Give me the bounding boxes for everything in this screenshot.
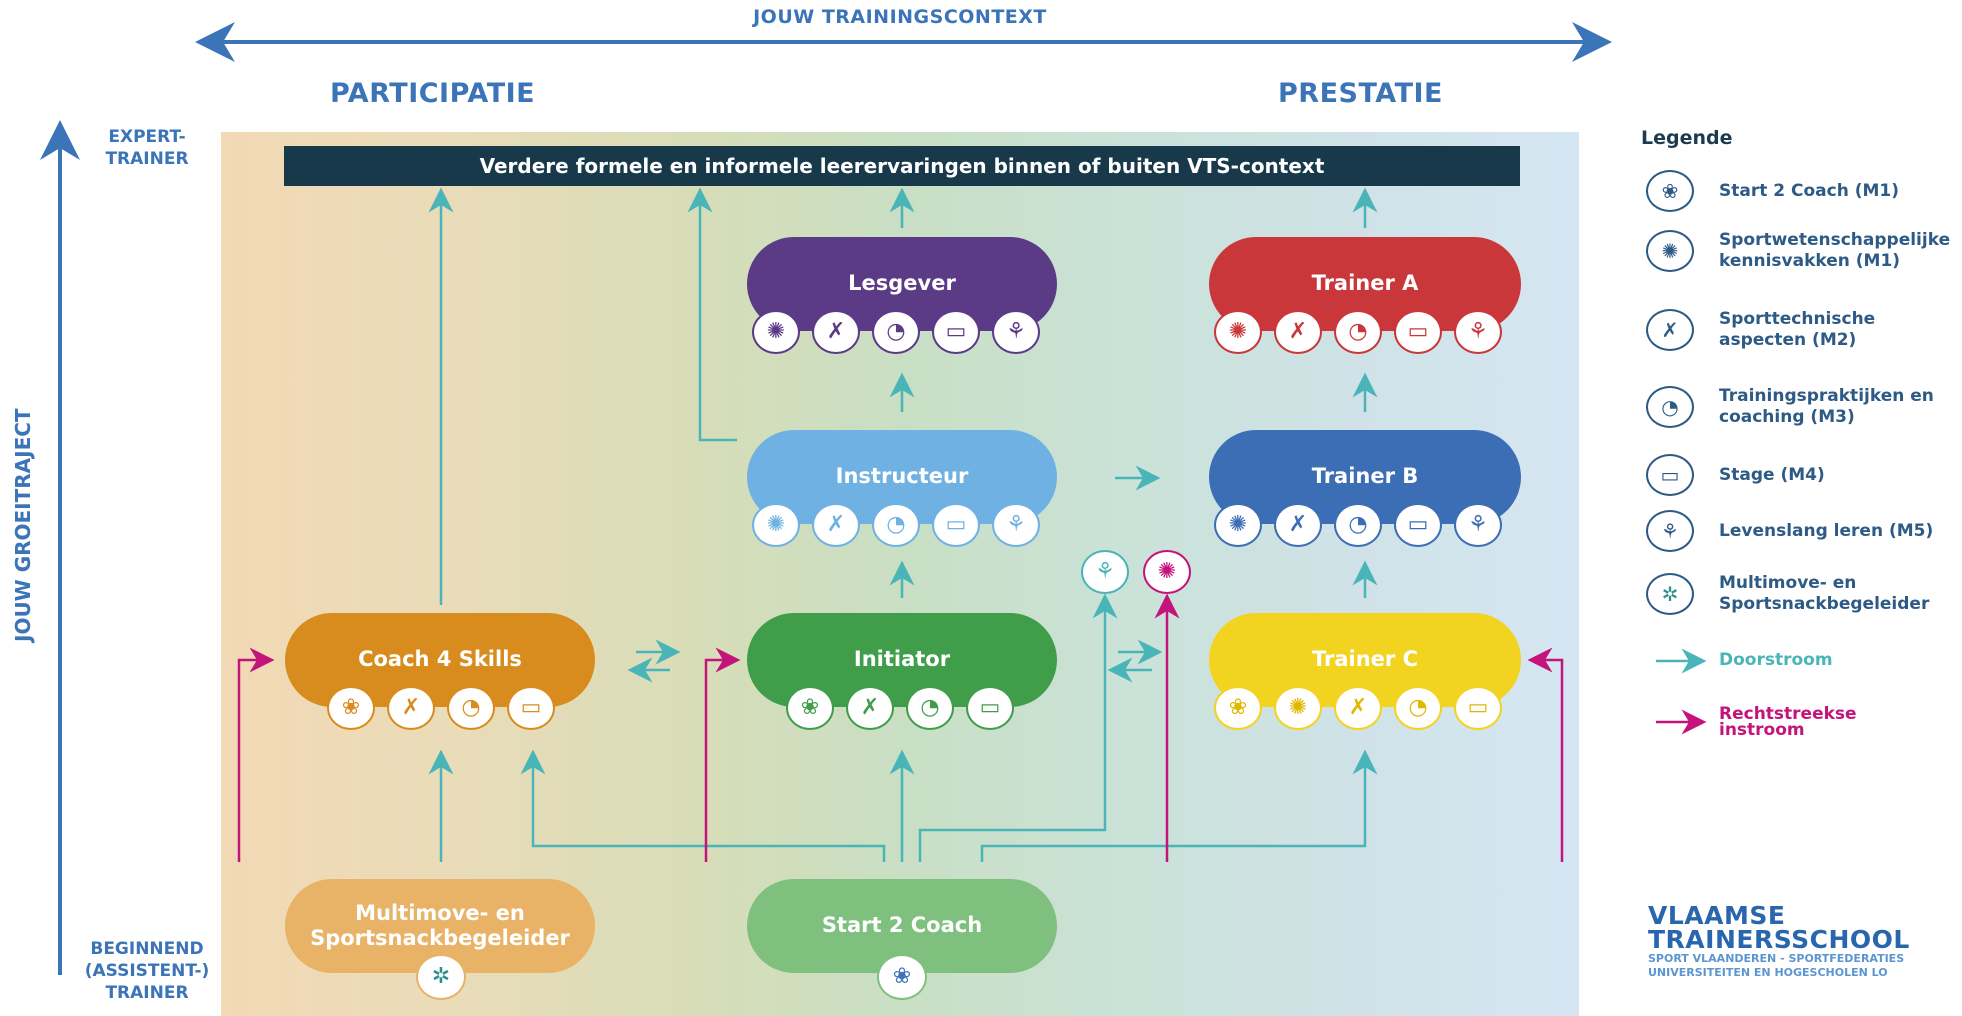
legend-item: ✲ Multimove- en Sportsnackbegeleider (1646, 573, 1959, 615)
initiator-modules: ❀ ✗ ◔ ▭ (786, 686, 1014, 730)
whistle-icon: ◔ (1334, 503, 1382, 547)
plant-icon: ⚘ (992, 310, 1040, 354)
racket-icon: ✗ (1334, 686, 1382, 730)
instroom-trainerc (1527, 647, 1564, 862)
badge-icon: ▭ (507, 686, 555, 730)
brain-icon: ✺ (1646, 230, 1694, 272)
doorstroom-start2coach-coach4skills (520, 749, 886, 862)
plant-icon: ⚘ (1646, 510, 1694, 552)
brain-icon: ✺ (1143, 550, 1191, 594)
start2coach-icon: ❀ (327, 686, 375, 730)
lesgever-modules: ✺ ✗ ◔ ▭ ⚘ (752, 310, 1040, 354)
doorstroom-start2coach-trainerc (980, 749, 1378, 862)
racket-icon: ✗ (812, 310, 860, 354)
racket-icon: ✗ (846, 686, 894, 730)
badge-icon: ▭ (1454, 686, 1502, 730)
legend-title: Legende (1641, 127, 1733, 149)
whistle-icon: ◔ (872, 503, 920, 547)
start2coach-icon: ❀ (1646, 170, 1694, 212)
axis-top-label: EXPERT- TRAINER (105, 127, 189, 169)
plant-icon: ⚘ (1081, 550, 1129, 594)
brain-icon: ✺ (752, 503, 800, 547)
trainer-a-modules: ✺ ✗ ◔ ▭ ⚘ (1214, 310, 1502, 354)
instroom-coach4skills (237, 647, 275, 862)
badge-icon: ▭ (1394, 503, 1442, 547)
whistle-icon: ◔ (1646, 386, 1694, 428)
multimove-icon: ✲ (416, 954, 466, 1000)
brain-icon: ✺ (1214, 310, 1262, 354)
whistle-icon: ◔ (1334, 310, 1382, 354)
column-heading-prestatie: PRESTATIE (1278, 78, 1443, 109)
instroom-initiator (704, 647, 741, 862)
plant-icon: ⚘ (992, 503, 1040, 547)
badge-icon: ▭ (932, 310, 980, 354)
brand-name: VLAAMSE TRAINERSSCHOOL (1648, 901, 1910, 954)
start2coach-icon: ❀ (1214, 686, 1262, 730)
instructeur-modules: ✺ ✗ ◔ ▭ ⚘ (752, 503, 1040, 547)
brand-subtitle: SPORT VLAANDEREN - SPORTFEDERATIES UNIVE… (1648, 952, 1905, 979)
doorstroom-instructeur-banner (687, 187, 737, 442)
legend-item: Doorstroom (1646, 650, 1959, 671)
brain-icon: ✺ (1214, 503, 1262, 547)
axis-bottom-label: BEGINNEND (ASSISTENT-) TRAINER (84, 939, 210, 1003)
further-learning-banner: Verdere formele en informele leerervarin… (284, 146, 1520, 186)
plant-icon: ⚘ (1454, 503, 1502, 547)
brain-icon: ✺ (752, 310, 800, 354)
instroom-arrow (1646, 716, 1694, 728)
legend-item: ⚘ Levenslang leren (M5) (1646, 510, 1959, 552)
doorstroom-arrow (1646, 655, 1694, 667)
legend-item: ✗ Sporttechnische aspecten (M2) (1646, 309, 1959, 351)
start2coach-icon: ❀ (877, 954, 927, 1000)
whistle-icon: ◔ (1394, 686, 1442, 730)
racket-icon: ✗ (1646, 309, 1694, 351)
badge-icon: ▭ (932, 503, 980, 547)
whistle-icon: ◔ (872, 310, 920, 354)
start2coach-icon: ❀ (786, 686, 834, 730)
coach-4-skills-modules: ❀ ✗ ◔ ▭ (327, 686, 555, 730)
whistle-icon: ◔ (906, 686, 954, 730)
trainer-b-modules: ✺ ✗ ◔ ▭ ⚘ (1214, 503, 1502, 547)
racket-icon: ✗ (812, 503, 860, 547)
legend-item: ◔ Trainingspraktijken en coaching (M3) (1646, 386, 1959, 428)
racket-icon: ✗ (387, 686, 435, 730)
doorstroom-start2coach-levenslang (918, 593, 1118, 862)
badge-icon: ▭ (1394, 310, 1442, 354)
legend-item: ✺ Sportwetenschappelijke kennisvakken (M… (1646, 230, 1959, 272)
trainer-c-modules: ❀ ✺ ✗ ◔ ▭ (1214, 686, 1502, 730)
racket-icon: ✗ (1274, 310, 1322, 354)
multimove-icon: ✲ (1646, 573, 1694, 615)
racket-icon: ✗ (1274, 503, 1322, 547)
legend-item: ❀ Start 2 Coach (M1) (1646, 170, 1959, 212)
badge-icon: ▭ (1646, 454, 1694, 496)
column-heading-participatie: PARTICIPATIE (330, 78, 536, 109)
legend-item: Rechtstreekse instroom (1646, 706, 1889, 739)
plant-icon: ⚘ (1454, 310, 1502, 354)
badge-icon: ▭ (966, 686, 1014, 730)
whistle-icon: ◔ (447, 686, 495, 730)
brain-icon: ✺ (1274, 686, 1322, 730)
legend-item: ▭ Stage (M4) (1646, 454, 1959, 496)
